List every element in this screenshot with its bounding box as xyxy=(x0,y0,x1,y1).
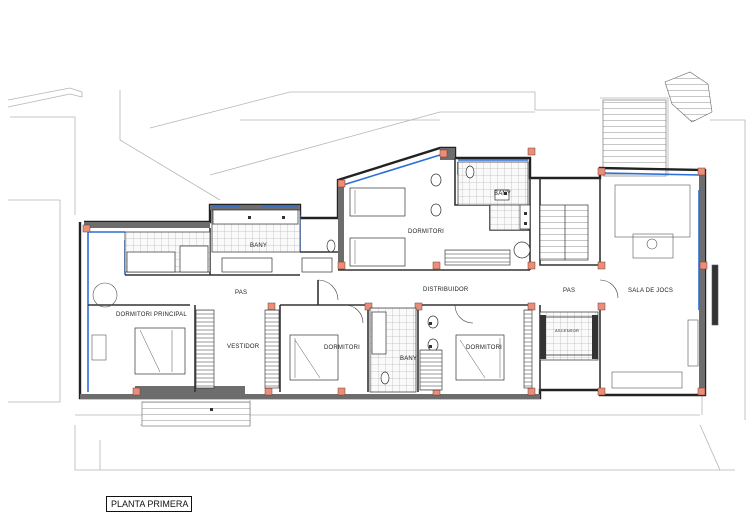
room-labels: BANY BANY BANY DORMITORI DORMITORI PRINC… xyxy=(116,191,673,362)
structural-columns xyxy=(82,147,708,396)
label-bany-1: BANY xyxy=(250,243,267,249)
doors xyxy=(317,279,619,324)
label-dormitori-mid: DORMITORI xyxy=(324,345,360,351)
interior-stairs xyxy=(539,204,589,261)
label-vestidor: VESTIDOR xyxy=(227,344,260,350)
label-distribuidor: DISTRIBUIDOR xyxy=(423,287,469,293)
lower-stairs xyxy=(141,401,251,427)
beds xyxy=(134,187,505,381)
label-dormitori-right: DORMITORI xyxy=(466,345,502,351)
plan-title-box: PLANTA PRIMERA xyxy=(106,496,192,512)
master-furniture xyxy=(91,282,118,361)
label-bany-3: BANY xyxy=(400,356,417,362)
elevator xyxy=(540,315,598,359)
exterior-stairs xyxy=(602,71,713,177)
label-bany-2: BANY xyxy=(494,191,511,197)
label-pas-right: PAS xyxy=(563,288,575,294)
plan-title: PLANTA PRIMERA xyxy=(111,499,189,509)
label-pas-left: PAS xyxy=(235,290,247,296)
bed-pillows xyxy=(139,190,501,379)
wardrobes xyxy=(195,249,533,391)
label-sala-jocs: SALA DE JOCS xyxy=(628,288,673,294)
label-ascensor: ASCENSOR xyxy=(555,328,579,333)
exterior-wall-fill xyxy=(80,148,705,399)
label-dormitori-principal: DORMITORI PRINCIPAL xyxy=(116,312,187,318)
game-room-furniture xyxy=(611,184,719,389)
fixtures xyxy=(126,165,531,385)
label-dormitori-top: DORMITORI xyxy=(408,229,444,235)
bathroom-counter-marks xyxy=(210,192,527,411)
